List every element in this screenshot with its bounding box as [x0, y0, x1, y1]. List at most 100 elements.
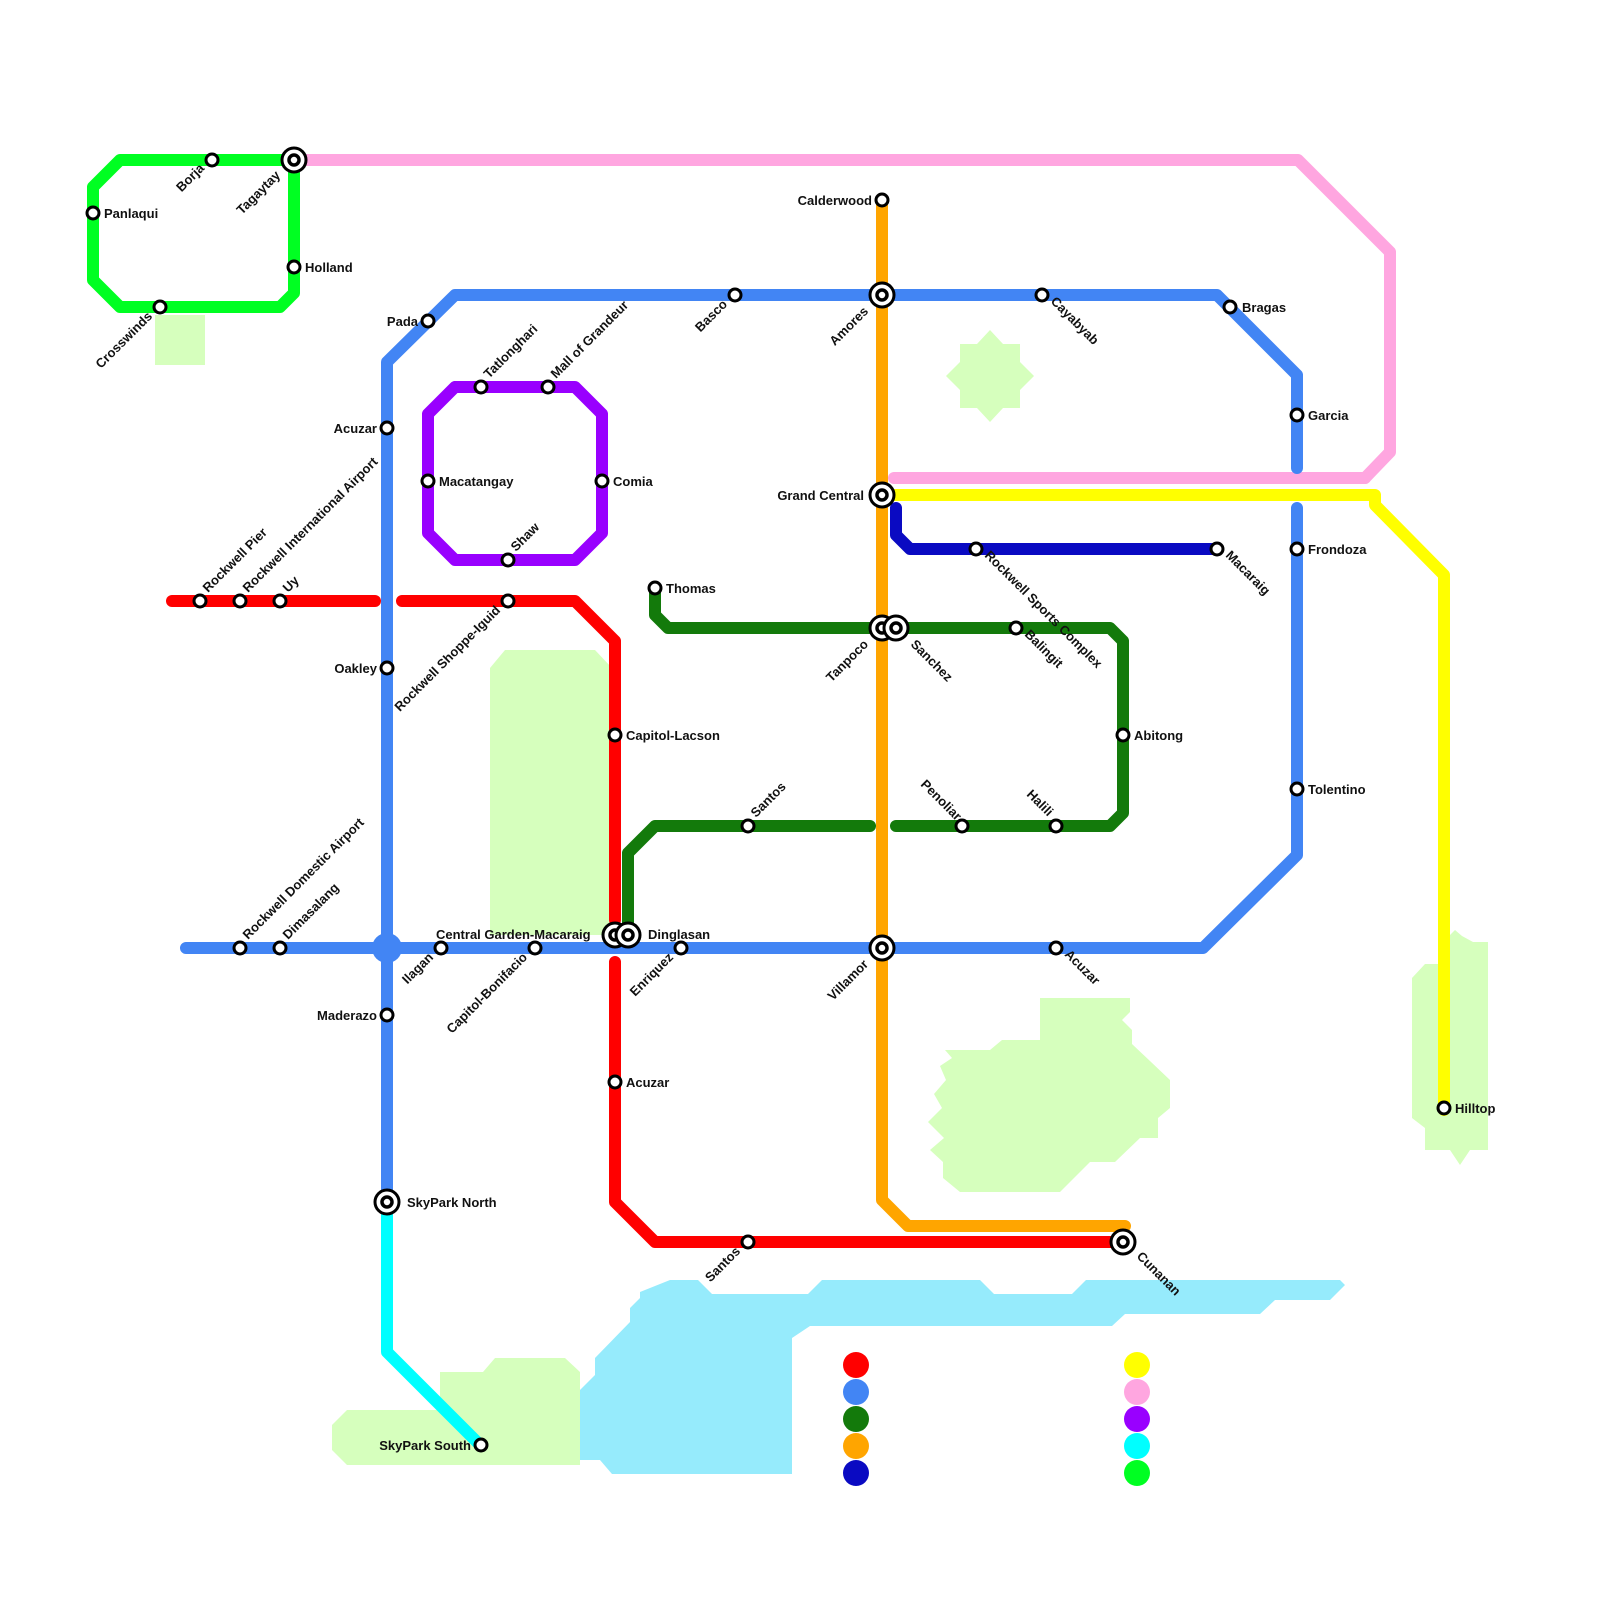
station-dot [473, 1437, 489, 1453]
station-label: Basco [692, 296, 730, 334]
station-tagaytay[interactable] [280, 146, 308, 174]
station-dot [607, 727, 623, 743]
station-ilagan[interactable] [433, 940, 449, 956]
station-label: Santos [702, 1244, 743, 1285]
station-label: Rockwell International Airport [240, 454, 381, 595]
station-dot [1048, 940, 1064, 956]
blue-line-junction [372, 933, 402, 963]
station-crosswinds[interactable] [152, 299, 168, 315]
station-balingit[interactable] [1008, 620, 1024, 636]
station-penoliar[interactable] [954, 818, 970, 834]
station-dot [954, 818, 970, 834]
station-rockwell-intl-airport[interactable] [232, 593, 248, 609]
station-label: Enriquez [627, 949, 677, 999]
station-dot [500, 552, 516, 568]
station-enriquez[interactable] [673, 940, 689, 956]
legend-swatch [1124, 1433, 1150, 1459]
station-macaraig[interactable] [1209, 541, 1225, 557]
station-label: Shaw [508, 519, 543, 554]
station-rockwell-domestic-airport[interactable] [232, 940, 248, 956]
station-tolentino[interactable] [1289, 781, 1305, 797]
station-villamor[interactable] [868, 934, 896, 962]
station-amores[interactable] [868, 281, 896, 309]
station-tatlonghari[interactable] [473, 379, 489, 395]
station-label: Rockwell Shoppe-Iguid [391, 602, 503, 714]
legend-swatch [1124, 1406, 1150, 1432]
station-label: Dinglasan [648, 927, 710, 942]
station-skypark-south[interactable] [473, 1437, 489, 1453]
blue-line-loop [180, 502, 1303, 954]
station-holland[interactable] [286, 259, 302, 275]
cyan-line [381, 1196, 486, 1451]
station-dot [500, 593, 516, 609]
station-acuzar-blue-north[interactable] [379, 420, 395, 436]
station-pada[interactable] [420, 313, 436, 329]
station-label: Santos [748, 779, 789, 820]
station-capitol-bonifacio[interactable] [527, 940, 543, 956]
station-grand-central[interactable] [868, 481, 896, 509]
legend-swatch [843, 1379, 869, 1405]
station-panlaqui[interactable] [85, 205, 101, 221]
station-rockwell-shoppe-iguid[interactable] [500, 593, 516, 609]
yellow-line [886, 489, 1450, 1116]
station-label: Holland [305, 260, 353, 275]
station-label: Villamor [824, 957, 871, 1004]
station-cunanan[interactable] [1109, 1228, 1137, 1256]
station-uy[interactable] [272, 593, 288, 609]
station-oakley[interactable] [379, 660, 395, 676]
station-dot [433, 940, 449, 956]
legend-swatch [1124, 1352, 1150, 1378]
station-dinglasan[interactable] [614, 921, 642, 949]
station-acuzar-red[interactable] [607, 1074, 623, 1090]
bright-green-line [87, 154, 300, 313]
station-abitong[interactable] [1115, 727, 1131, 743]
station-garcia[interactable] [1289, 407, 1305, 423]
station-shaw[interactable] [500, 552, 516, 568]
station-basco[interactable] [727, 287, 743, 303]
station-sanchez[interactable] [882, 614, 910, 642]
station-comia[interactable] [594, 473, 610, 489]
station-dot [379, 660, 395, 676]
station-maderazo[interactable] [379, 1007, 395, 1023]
station-dot [540, 379, 556, 395]
station-santos-red[interactable] [740, 1234, 756, 1250]
station-halili[interactable] [1048, 818, 1064, 834]
station-dot [286, 259, 302, 275]
legend-swatch [1124, 1460, 1150, 1486]
legend-swatch [843, 1460, 869, 1486]
legend-swatch [843, 1352, 869, 1378]
station-bragas[interactable] [1222, 299, 1238, 315]
station-capitol-lacson[interactable] [607, 727, 623, 743]
station-label: Grand Central [777, 488, 864, 503]
station-hilltop[interactable] [1436, 1100, 1452, 1116]
station-dot [379, 420, 395, 436]
station-frondoza[interactable] [1289, 541, 1305, 557]
station-label: Amores [826, 304, 871, 349]
station-dot [1289, 781, 1305, 797]
station-santos-green[interactable] [740, 818, 756, 834]
station-macatangay[interactable] [420, 473, 436, 489]
station-borja[interactable] [204, 152, 220, 168]
station-cayabyab[interactable] [1034, 287, 1050, 303]
station-skypark-north[interactable] [373, 1188, 401, 1216]
station-label: Cayabyab [1048, 294, 1102, 348]
station-rockwell-sports-complex[interactable] [968, 541, 984, 557]
station-label: SkyPark South [379, 1438, 471, 1453]
station-acuzar-blue-east[interactable] [1048, 940, 1064, 956]
legend [843, 1352, 1150, 1486]
lines [87, 154, 1450, 1451]
station-mall-of-grandeur[interactable] [540, 379, 556, 395]
orange-line [876, 194, 1131, 1232]
station-dimasalang[interactable] [272, 940, 288, 956]
station-dot [232, 593, 248, 609]
station-label: Oakley [334, 661, 377, 676]
station-dot [1222, 299, 1238, 315]
station-dot [673, 940, 689, 956]
station-dot [85, 205, 101, 221]
station-calderwood[interactable] [874, 192, 890, 208]
station-label: Mall of Grandeur [548, 297, 632, 381]
station-thomas[interactable] [647, 580, 663, 596]
station-rockwell-pier[interactable] [192, 593, 208, 609]
station-dot [740, 1234, 756, 1250]
station-label: Acuzar [334, 421, 377, 436]
